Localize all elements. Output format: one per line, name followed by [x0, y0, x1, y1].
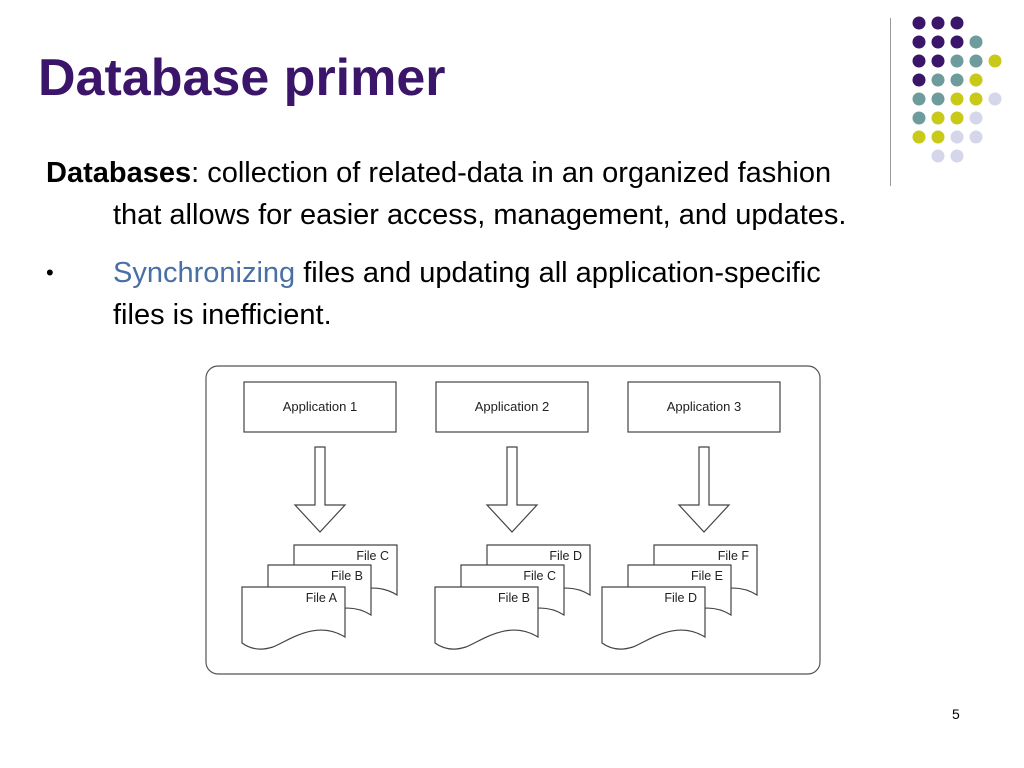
file-document-shape	[601, 586, 706, 650]
bullet-text-line2: files is inefficient.	[113, 299, 332, 331]
decorative-dot	[912, 111, 926, 125]
file-document-shape	[241, 586, 346, 650]
decorative-dot	[969, 54, 983, 68]
file-document: File A	[241, 586, 346, 650]
decorative-dot	[969, 92, 983, 106]
application-2: Application 2 File D File C File B	[434, 381, 591, 650]
decorative-dot	[969, 111, 983, 125]
bullet-highlight-word: Synchronizing	[113, 257, 296, 289]
decorative-dot	[950, 111, 964, 125]
page-number: 5	[952, 706, 960, 722]
bullet-text-line1: files and updating all application-speci…	[295, 257, 821, 289]
application-3: Application 3 File F File E File D	[601, 381, 781, 650]
decorative-dot	[931, 35, 945, 49]
decorative-dot	[931, 73, 945, 87]
decorative-dot	[969, 130, 983, 144]
decorative-dot	[950, 92, 964, 106]
down-arrow-icon	[677, 446, 731, 533]
decorative-dot	[912, 16, 926, 30]
decorative-dot	[912, 92, 926, 106]
file-label: File B	[498, 591, 530, 605]
down-arrow-icon	[293, 446, 347, 533]
file-label: File F	[718, 549, 750, 563]
decorative-dot	[969, 35, 983, 49]
decorative-dot	[950, 149, 964, 163]
application-box	[435, 381, 589, 433]
decorative-dot	[912, 54, 926, 68]
decorative-dot-grid	[912, 16, 1002, 163]
definition-text-line1: collection of related-data in an organiz…	[199, 157, 832, 189]
decorative-dot	[950, 35, 964, 49]
application-1: Application 1 File C File B File A	[241, 381, 398, 650]
definition-term: Databases	[46, 157, 192, 189]
file-document-shape	[434, 586, 539, 650]
application-label: Application 1	[283, 399, 357, 414]
decorative-dot	[950, 73, 964, 87]
decorative-dot	[931, 111, 945, 125]
application-box	[627, 381, 781, 433]
slide-title: Database primer	[38, 49, 446, 107]
decorative-dot	[988, 92, 1002, 106]
file-document: File D	[601, 586, 706, 650]
decorative-dot	[950, 54, 964, 68]
decorative-dot	[969, 73, 983, 87]
definition-text-line2: that allows for easier access, managemen…	[113, 199, 847, 231]
application-box	[243, 381, 397, 433]
decorative-dot	[931, 149, 945, 163]
decorative-dot	[912, 35, 926, 49]
file-label: File C	[356, 549, 389, 563]
file-label: File A	[306, 591, 338, 605]
decorative-dot	[988, 54, 1002, 68]
definition-separator: :	[191, 157, 200, 189]
decorative-dot	[931, 130, 945, 144]
decorative-dot	[950, 130, 964, 144]
database-definition: Databases: collection of related-data in…	[46, 152, 986, 236]
decorative-dot	[931, 54, 945, 68]
bullet-text: Synchronizing files and updating all app…	[113, 252, 973, 336]
decorative-dot	[931, 16, 945, 30]
file-document: File B	[434, 586, 539, 650]
decorative-dot	[912, 73, 926, 87]
down-arrow-icon	[485, 446, 539, 533]
decorative-dot	[950, 16, 964, 30]
decorative-dot	[931, 92, 945, 106]
bullet-marker: •	[46, 260, 54, 285]
file-label: File D	[664, 591, 697, 605]
application-label: Application 3	[667, 399, 741, 414]
decorative-dot	[912, 130, 926, 144]
decorative-divider-line	[890, 18, 891, 186]
file-label: File D	[549, 549, 582, 563]
file-label: File C	[523, 569, 556, 583]
application-label: Application 2	[475, 399, 549, 414]
file-label: File E	[691, 569, 723, 583]
file-label: File B	[331, 569, 363, 583]
